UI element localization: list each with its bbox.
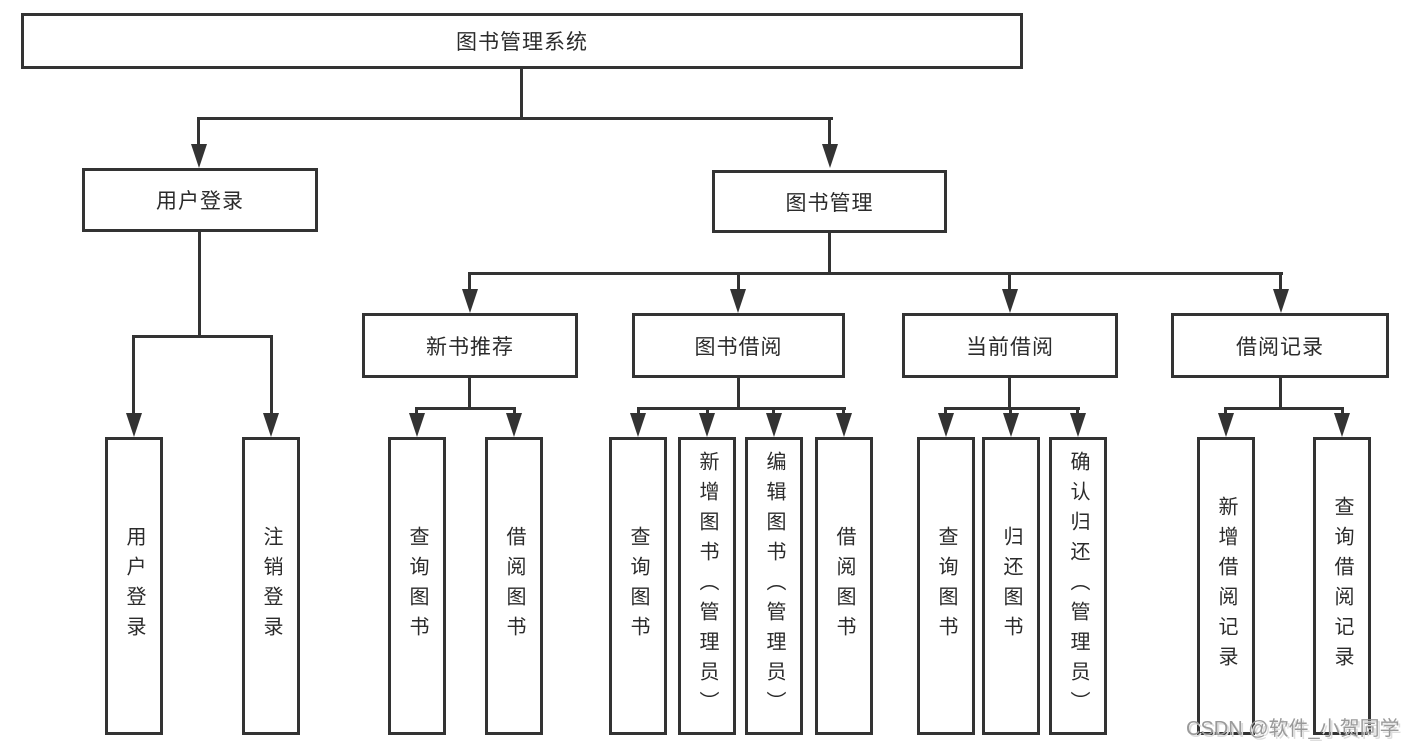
- node-current-borrow: 当前借阅: [902, 313, 1118, 378]
- node-root: 图书管理系统: [21, 13, 1023, 69]
- leaf-borrow-books-recommend: 借阅图书: [485, 437, 543, 735]
- arrow-down-icon: [409, 413, 425, 437]
- leaf-query-books-recommend-label: 查询图书: [406, 526, 428, 646]
- arrow-down-icon: [699, 413, 715, 437]
- connector-stub-leaf: [1009, 407, 1012, 416]
- connector-vline-borrow-records: [1279, 378, 1282, 409]
- connector-stub-book-mgmt: [828, 117, 831, 147]
- leaf-confirm-return-admin: 确认归还（管理员）: [1049, 437, 1107, 735]
- connector-stub-leaf: [1341, 407, 1344, 416]
- node-user-login-label: 用户登录: [156, 190, 244, 213]
- arrow-down-icon: [938, 413, 954, 437]
- leaf-add-borrow-record: 新增借阅记录: [1197, 437, 1255, 735]
- leaf-edit-book-admin: 编辑图书（管理员）: [745, 437, 803, 735]
- leaf-add-book-admin-label: 新增图书（管理员）: [696, 451, 718, 721]
- connector-hline-current-borrow: [944, 407, 1080, 410]
- connector-hline-borrow-records: [1224, 407, 1344, 410]
- connector-vline-book-mgmt: [828, 233, 831, 274]
- connector-stub-leaf: [270, 335, 273, 415]
- leaf-logout-label: 注销登录: [260, 526, 282, 646]
- leaf-borrow-books-recommend-label: 借阅图书: [503, 526, 525, 646]
- leaf-query-books-current-label: 查询图书: [935, 526, 957, 646]
- connector-vline-new-book: [468, 378, 471, 409]
- connector-stub-leaf: [842, 407, 845, 416]
- arrow-down-icon: [730, 289, 746, 313]
- leaf-query-books-borrow: 查询图书: [609, 437, 667, 735]
- leaf-return-book-label: 归还图书: [1000, 526, 1022, 646]
- node-book-borrow-label: 图书借阅: [694, 335, 783, 359]
- connector-hline-root: [197, 117, 833, 120]
- arrow-down-icon: [1273, 289, 1289, 313]
- connector-stub-lvl3: [468, 272, 471, 292]
- node-book-borrow: 图书借阅: [632, 313, 845, 378]
- node-current-borrow-label: 当前借阅: [966, 335, 1054, 359]
- arrow-down-icon: [1070, 413, 1086, 437]
- node-root-label: 图书管理系统: [456, 31, 588, 54]
- leaf-confirm-return-admin-label: 确认归还（管理员）: [1067, 451, 1089, 721]
- leaf-return-book: 归还图书: [982, 437, 1040, 735]
- connector-stub-leaf: [772, 407, 775, 416]
- leaf-borrow-books-label: 借阅图书: [833, 526, 855, 646]
- node-user-login: 用户登录: [82, 168, 318, 232]
- arrow-down-icon: [836, 413, 852, 437]
- connector-stub-leaf: [415, 407, 418, 416]
- leaf-query-books-borrow-label: 查询图书: [627, 526, 649, 646]
- node-book-mgmt: 图书管理: [712, 170, 947, 233]
- connector-vline-user-login: [198, 232, 201, 337]
- arrow-down-icon: [126, 413, 142, 437]
- arrow-down-icon: [191, 144, 207, 168]
- connector-stub-lvl3: [1008, 272, 1011, 292]
- arrow-down-icon: [1003, 413, 1019, 437]
- arrow-down-icon: [766, 413, 782, 437]
- arrow-down-icon: [1334, 413, 1350, 437]
- leaf-edit-book-admin-label: 编辑图书（管理员）: [763, 451, 785, 721]
- arrow-down-icon: [1002, 289, 1018, 313]
- connector-vline-book-borrow: [737, 378, 740, 409]
- node-borrow-records-label: 借阅记录: [1236, 335, 1324, 359]
- connector-stub-leaf: [944, 407, 947, 416]
- connector-stub-leaf: [637, 407, 640, 416]
- connector-vline-root: [520, 69, 523, 119]
- leaf-logout: 注销登录: [242, 437, 300, 735]
- leaf-add-book-admin: 新增图书（管理员）: [678, 437, 736, 735]
- node-new-book-recommend-label: 新书推荐: [426, 335, 514, 359]
- connector-stub-leaf: [513, 407, 516, 416]
- arrow-down-icon: [462, 289, 478, 313]
- connector-stub-leaf: [1076, 407, 1079, 416]
- leaf-query-borrow-record: 查询借阅记录: [1313, 437, 1371, 735]
- node-borrow-records: 借阅记录: [1171, 313, 1389, 378]
- connector-stub-user-login: [197, 117, 200, 147]
- arrow-down-icon: [822, 144, 838, 168]
- watermark: CSDN @软件_小贺同学: [1186, 718, 1400, 740]
- leaf-query-books-recommend: 查询图书: [388, 437, 446, 735]
- leaf-query-borrow-record-label: 查询借阅记录: [1331, 496, 1353, 676]
- connector-stub-leaf: [132, 335, 135, 415]
- leaf-user-login: 用户登录: [105, 437, 163, 735]
- connector-stub-leaf: [706, 407, 709, 416]
- leaf-add-borrow-record-label: 新增借阅记录: [1215, 496, 1237, 676]
- connector-stub-lvl3: [737, 272, 740, 292]
- arrow-down-icon: [263, 413, 279, 437]
- node-new-book-recommend: 新书推荐: [362, 313, 578, 378]
- connector-hline-new-book: [415, 407, 516, 410]
- connector-hline-book-mgmt: [468, 272, 1283, 275]
- connector-vline-current-borrow: [1008, 378, 1011, 409]
- connector-stub-leaf: [1224, 407, 1227, 416]
- connector-hline-book-borrow: [637, 407, 846, 410]
- arrow-down-icon: [506, 413, 522, 437]
- node-book-mgmt-label: 图书管理: [785, 191, 874, 215]
- arrow-down-icon: [630, 413, 646, 437]
- leaf-user-login-label: 用户登录: [123, 526, 145, 646]
- arrow-down-icon: [1218, 413, 1234, 437]
- connector-stub-lvl3: [1279, 272, 1282, 292]
- leaf-borrow-books: 借阅图书: [815, 437, 873, 735]
- connector-hline-user-login: [132, 335, 273, 338]
- leaf-query-books-current: 查询图书: [917, 437, 975, 735]
